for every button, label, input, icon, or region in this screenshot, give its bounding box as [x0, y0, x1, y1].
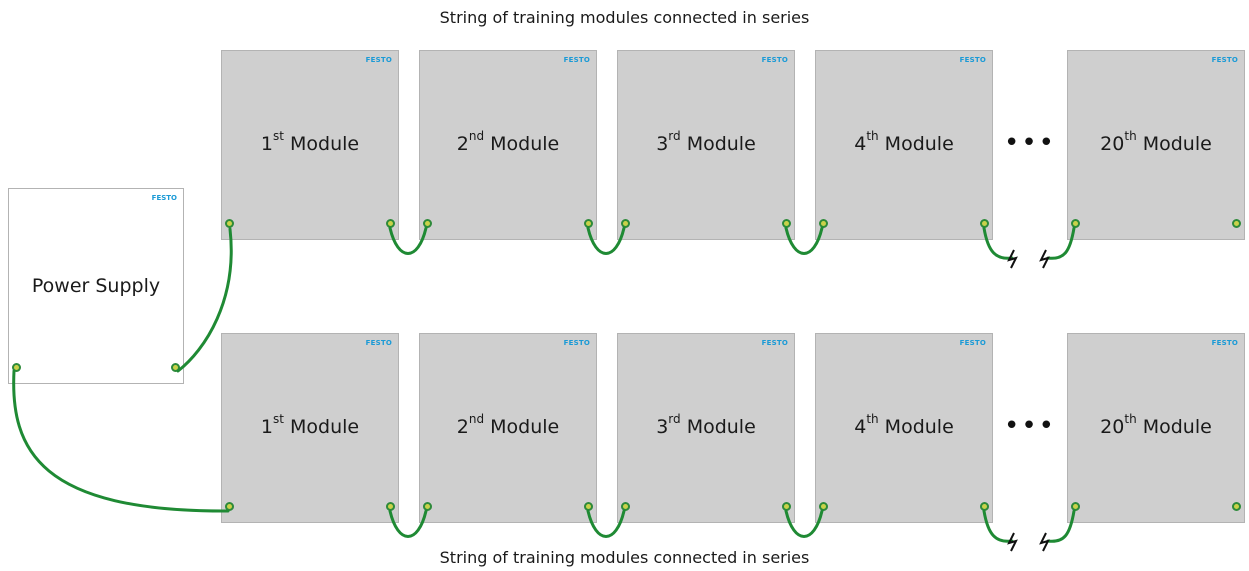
module-port-in — [423, 502, 432, 511]
module-port-out — [1232, 219, 1241, 228]
module-bottom-1: FESTO 1st Module — [221, 333, 399, 523]
power-supply-label: Power Supply — [31, 275, 161, 297]
brand-logo: FESTO — [959, 339, 986, 347]
module-port-out — [980, 219, 989, 228]
module-label: 4th Module — [854, 128, 954, 155]
module-label: 1st Module — [260, 128, 360, 155]
module-top-20: FESTO 20th Module — [1067, 50, 1245, 240]
break-mark-top-left — [1007, 249, 1018, 269]
module-port-in — [225, 219, 234, 228]
module-port-in — [423, 219, 432, 228]
module-label: 2nd Module — [456, 411, 560, 438]
module-bottom-20: FESTO 20th Module — [1067, 333, 1245, 523]
brand-logo: FESTO — [365, 339, 392, 347]
brand-logo: FESTO — [563, 56, 590, 64]
module-port-out — [980, 502, 989, 511]
brand-logo: FESTO — [959, 56, 986, 64]
module-label: 4th Module — [854, 411, 954, 438]
module-port-in — [621, 502, 630, 511]
module-port-out — [584, 502, 593, 511]
module-port-out — [782, 502, 791, 511]
module-bottom-2: FESTO 2nd Module — [419, 333, 597, 523]
module-port-in — [1071, 219, 1080, 228]
brand-logo: FESTO — [365, 56, 392, 64]
module-port-in — [621, 219, 630, 228]
module-port-in — [819, 219, 828, 228]
module-bottom-3: FESTO 3rd Module — [617, 333, 795, 523]
module-port-in — [225, 502, 234, 511]
brand-logo: FESTO — [1211, 339, 1238, 347]
module-port-in — [819, 502, 828, 511]
module-label: 20th Module — [1100, 128, 1212, 155]
module-label: 2nd Module — [456, 128, 560, 155]
power-supply-port-left — [12, 363, 21, 372]
module-label: 1st Module — [260, 411, 360, 438]
module-port-out — [782, 219, 791, 228]
brand-logo: FESTO — [151, 194, 177, 202]
ellipsis-top: ••• — [1004, 128, 1057, 158]
caption-top: String of training modules connected in … — [439, 8, 810, 27]
module-top-1: FESTO 1st Module — [221, 50, 399, 240]
power-supply-port-right — [171, 363, 180, 372]
brand-logo: FESTO — [1211, 56, 1238, 64]
brand-logo: FESTO — [563, 339, 590, 347]
module-top-3: FESTO 3rd Module — [617, 50, 795, 240]
cable-power-to-bottom — [12, 369, 230, 513]
module-label: 20th Module — [1100, 411, 1212, 438]
module-label: 3rd Module — [656, 411, 756, 438]
ellipsis-bottom: ••• — [1004, 411, 1057, 441]
brand-logo: FESTO — [761, 339, 788, 347]
break-mark-top-right — [1039, 249, 1050, 269]
module-port-out — [386, 219, 395, 228]
brand-logo: FESTO — [761, 56, 788, 64]
caption-bottom: String of training modules connected in … — [439, 548, 810, 567]
module-port-out — [1232, 502, 1241, 511]
module-port-out — [386, 502, 395, 511]
module-label: 3rd Module — [656, 128, 756, 155]
power-supply: FESTO Power Supply — [8, 188, 184, 384]
module-top-2: FESTO 2nd Module — [419, 50, 597, 240]
module-port-out — [584, 219, 593, 228]
module-port-in — [1071, 502, 1080, 511]
module-bottom-4: FESTO 4th Module — [815, 333, 993, 523]
module-top-4: FESTO 4th Module — [815, 50, 993, 240]
